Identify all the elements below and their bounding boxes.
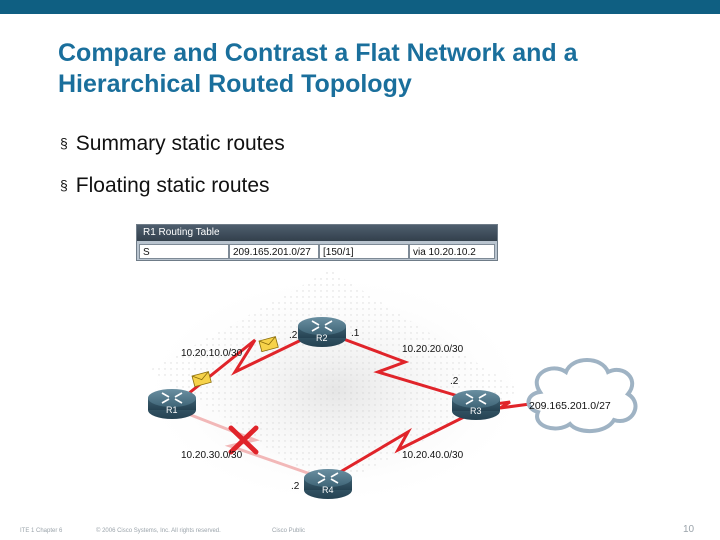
network-label-r4-r3: 10.20.40.0/30 [402,450,464,461]
route-admin-distance: [150/1] [319,244,409,259]
router-arrows-icon [161,392,183,404]
routing-table: R1 Routing Table S 209.165.201.0/27 [150… [136,224,498,261]
interface-label: .1 [351,328,360,339]
router-label: R2 [316,333,328,343]
router-arrows-icon [311,320,333,332]
router-r3: R3 [452,390,500,420]
route-code: S [139,244,229,259]
network-label-r1-r2: 10.20.10.0/30 [181,348,243,359]
router-label: R4 [322,485,334,495]
network-label-r2-r3: 10.20.20.0/30 [402,344,464,355]
bullet-text: Floating static routes [75,174,270,197]
bullet-summary-static-routes: § Summary static routes [60,132,285,156]
title-line-1: Compare and Contrast a Flat Network and … [58,39,578,67]
router-r4: R4 [304,469,352,499]
bullet-text: Summary static routes [75,132,285,155]
link-r4-r3 [329,408,479,480]
router-label: R1 [166,405,178,415]
routing-table-title: R1 Routing Table [137,225,497,241]
router-arrows-icon [317,472,339,484]
footer-chapter: ITE 1 Chapter 6 [20,528,63,534]
cloud-icon: 209.165.201.0/27 [526,358,638,433]
router-r1: R1 [148,389,196,419]
footer-classification: Cisco Public [272,528,306,534]
route-destination: 209.165.201.0/27 [229,244,319,259]
cloud-label: 209.165.201.0/27 [529,400,611,412]
page-number: 10 [683,524,695,535]
link-r1-r2 [177,328,323,404]
footer-copyright: © 2006 Cisco Systems, Inc. All rights re… [96,528,221,534]
interface-label: .2 [450,376,459,387]
route-next-hop: via 10.20.10.2 [409,244,495,259]
bullet-marker: § [60,135,68,151]
title-line-2: Hierarchical Routed Topology [58,70,412,98]
envelope-icon [191,371,212,388]
bullet-marker: § [60,177,68,193]
interface-label: .2 [289,330,298,341]
bullet-floating-static-routes: § Floating static routes [60,174,270,198]
router-arrows-icon [465,393,487,405]
slide-title: Compare and Contrast a Flat Network and … [58,38,698,100]
top-bar [0,0,720,14]
link-failure-x-icon [228,425,259,455]
envelope-icon [258,336,279,353]
router-r2: R2 [298,317,346,347]
interface-label: .2 [291,481,300,492]
routing-table-row: S 209.165.201.0/27 [150/1] via 10.20.10.… [139,244,495,259]
link-r2-r3 [329,332,479,404]
router-label: R3 [470,406,482,416]
network-label-r1-r4: 10.20.30.0/30 [181,450,243,461]
